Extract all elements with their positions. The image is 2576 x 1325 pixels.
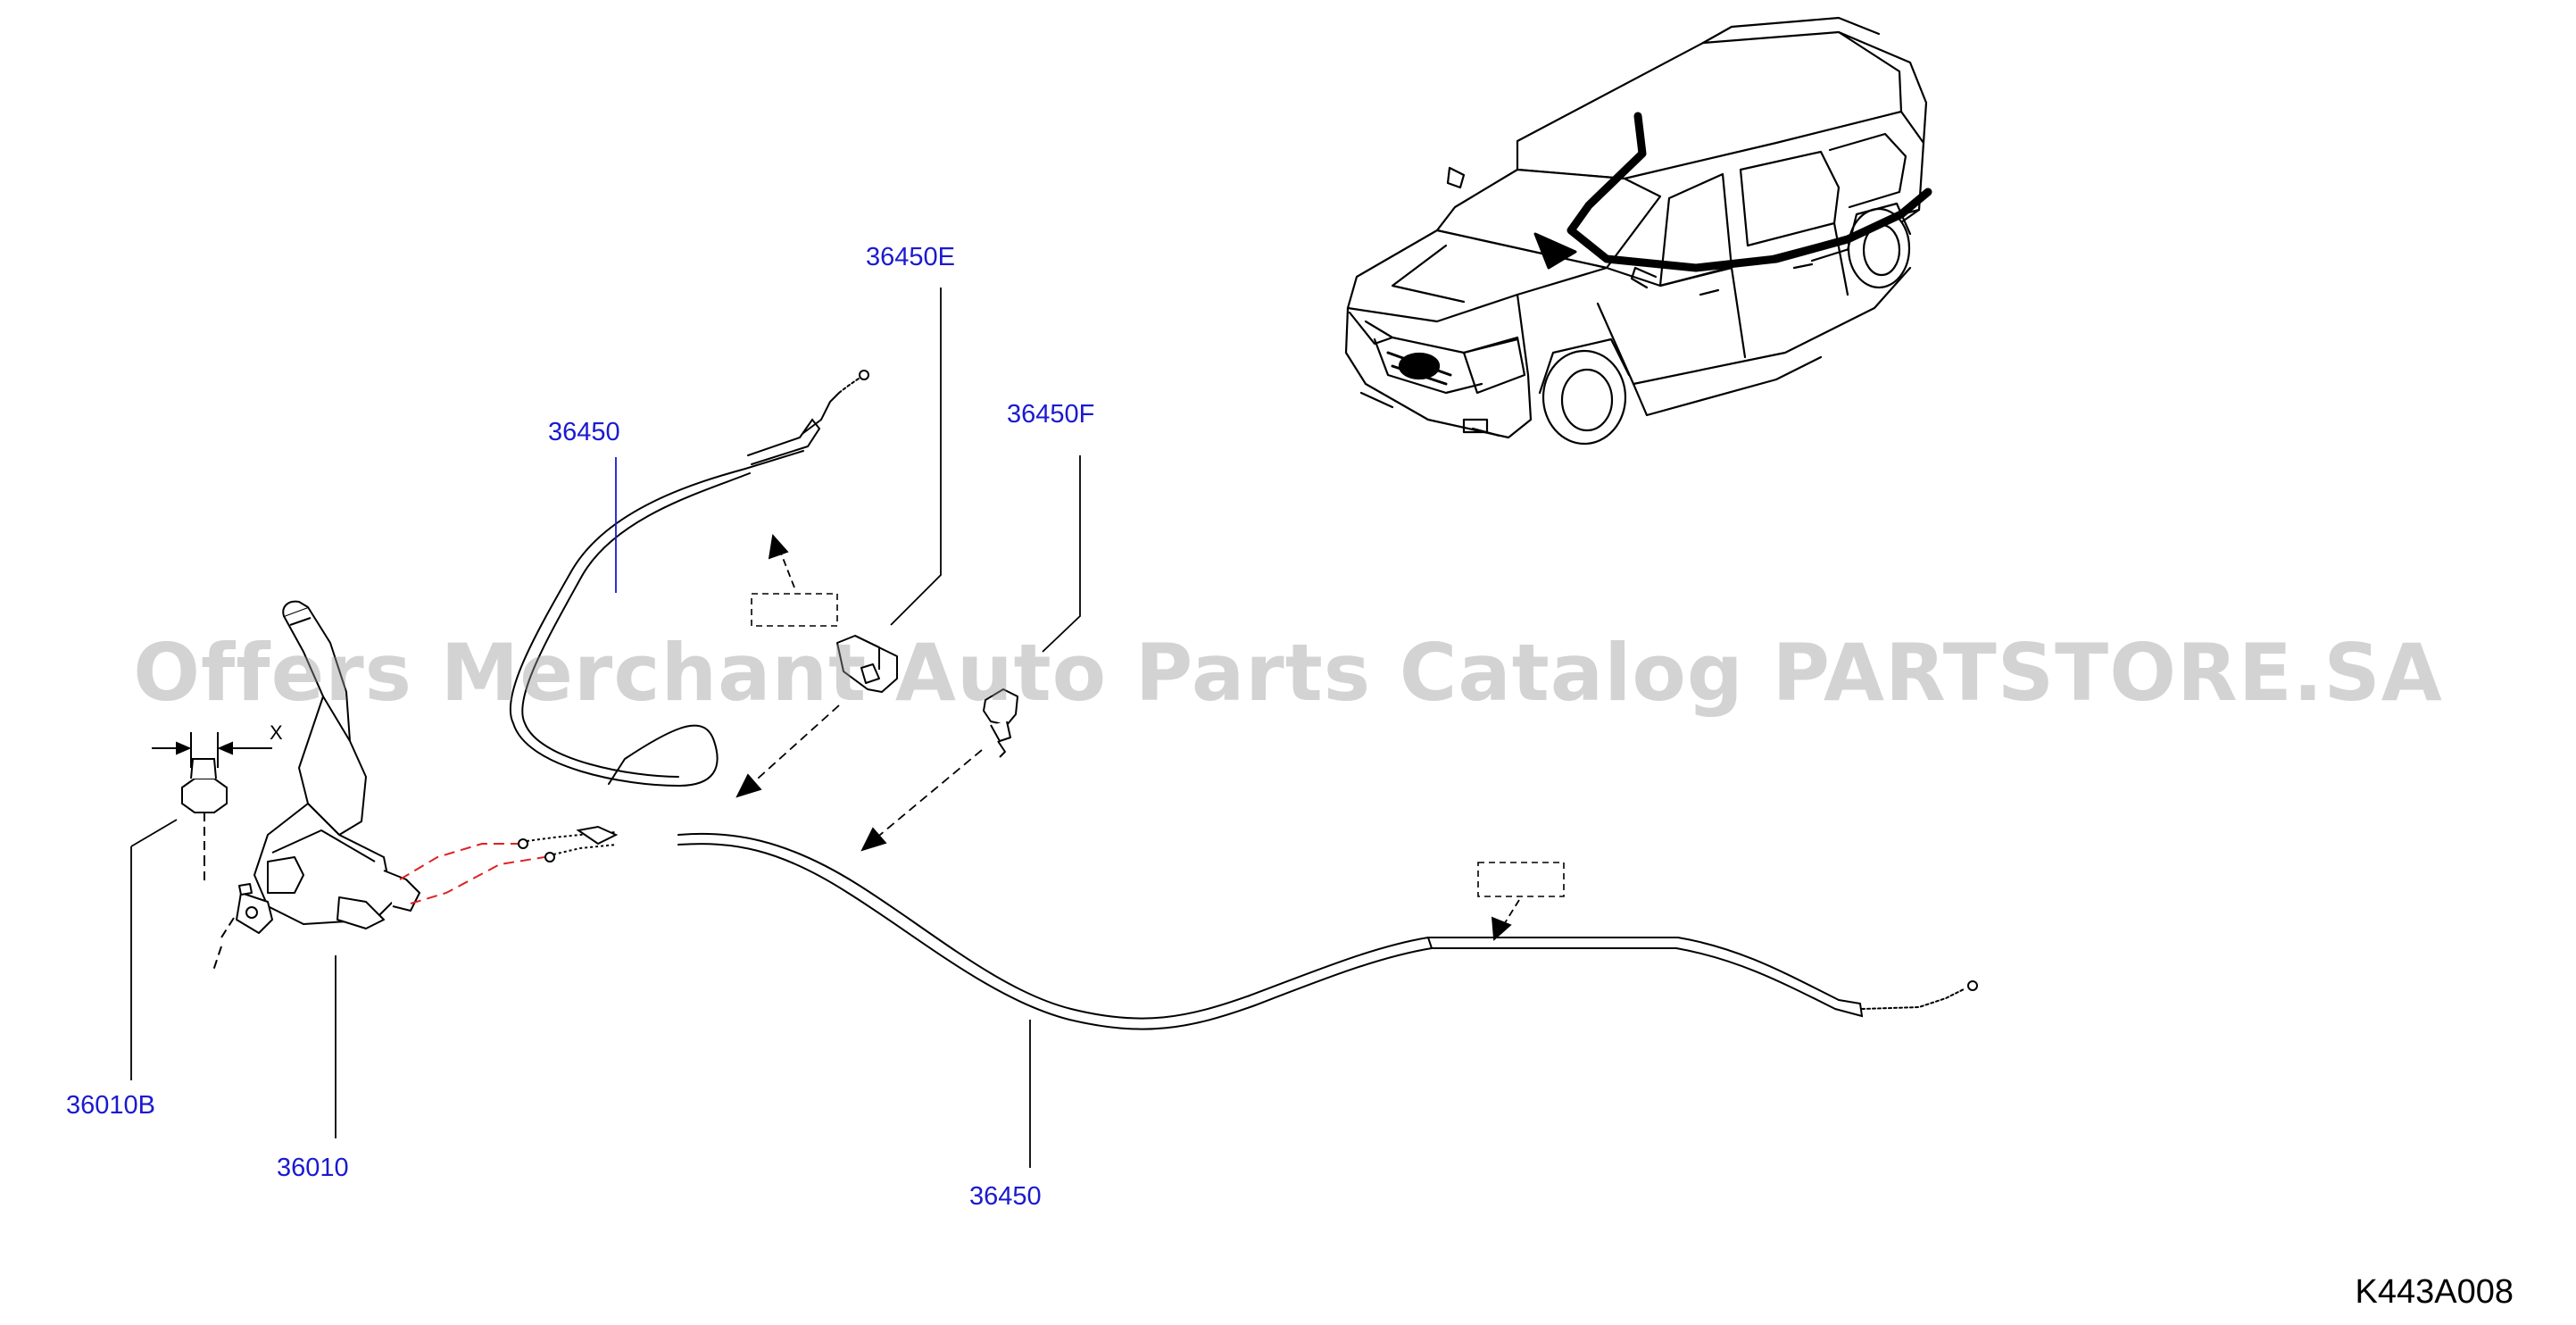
hidden-cable-path [399, 843, 545, 904]
leader-lines [130, 288, 1081, 1168]
nut-part [181, 758, 228, 884]
callout-36450-rear[interactable]: 36450 [969, 1182, 1042, 1211]
callout-36450f[interactable]: 36450F [1007, 400, 1095, 429]
parking-brake-lever [212, 600, 420, 974]
callout-36010b[interactable]: 36010B [66, 1091, 155, 1120]
callout-36450e[interactable]: 36450E [866, 243, 955, 271]
clip-f [983, 688, 1018, 758]
rear-cable [677, 832, 1978, 1030]
dimension-x [152, 732, 272, 768]
view-boxes [751, 593, 1565, 897]
cable-ends-at-lever [518, 825, 619, 862]
callout-36450-front[interactable]: 36450 [548, 418, 620, 446]
watermark-text: Offers Merchant Auto Parts Catalog PARTS… [133, 627, 2443, 719]
diagram-code: K443A008 [2355, 1273, 2514, 1311]
clip-e [836, 635, 898, 693]
detail-arrows [735, 533, 1520, 941]
callout-36010[interactable]: 36010 [277, 1154, 349, 1182]
dimension-x-label: X [270, 721, 283, 744]
front-cable [509, 370, 869, 788]
car-illustration [1344, 16, 1932, 446]
